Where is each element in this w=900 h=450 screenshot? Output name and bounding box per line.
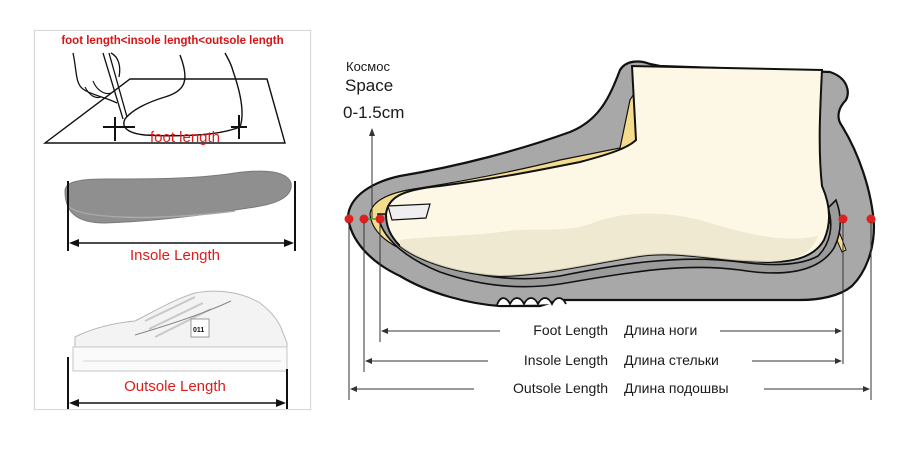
foot-length-en: Foot Length <box>533 322 608 338</box>
insole-length-en: Insole Length <box>523 352 608 368</box>
outsole-length-ru: Длина подошвы <box>624 380 729 396</box>
outsole-length-label: Outsole Length <box>124 378 226 395</box>
size-relation-title: foot length<insole length<outsole length <box>61 35 284 47</box>
outsole-length-en: Outsole Length <box>513 380 608 396</box>
foot-measuring-illustration: 011 <box>42 52 296 409</box>
space-value: 0-1.5cm <box>343 103 405 122</box>
space-label-ru: Космос <box>346 59 390 74</box>
shoe-tag-text: 011 <box>193 327 204 334</box>
left-measurement-panel: foot length<insole length<outsole length… <box>34 30 311 410</box>
foot-length-label: foot length <box>149 129 221 146</box>
insole-length-label: Insole Length <box>129 247 221 264</box>
foot-length-ru: Длина ноги <box>624 322 698 338</box>
insole-length-ru: Длина стельки <box>624 352 719 368</box>
space-label-en: Space <box>345 76 394 95</box>
